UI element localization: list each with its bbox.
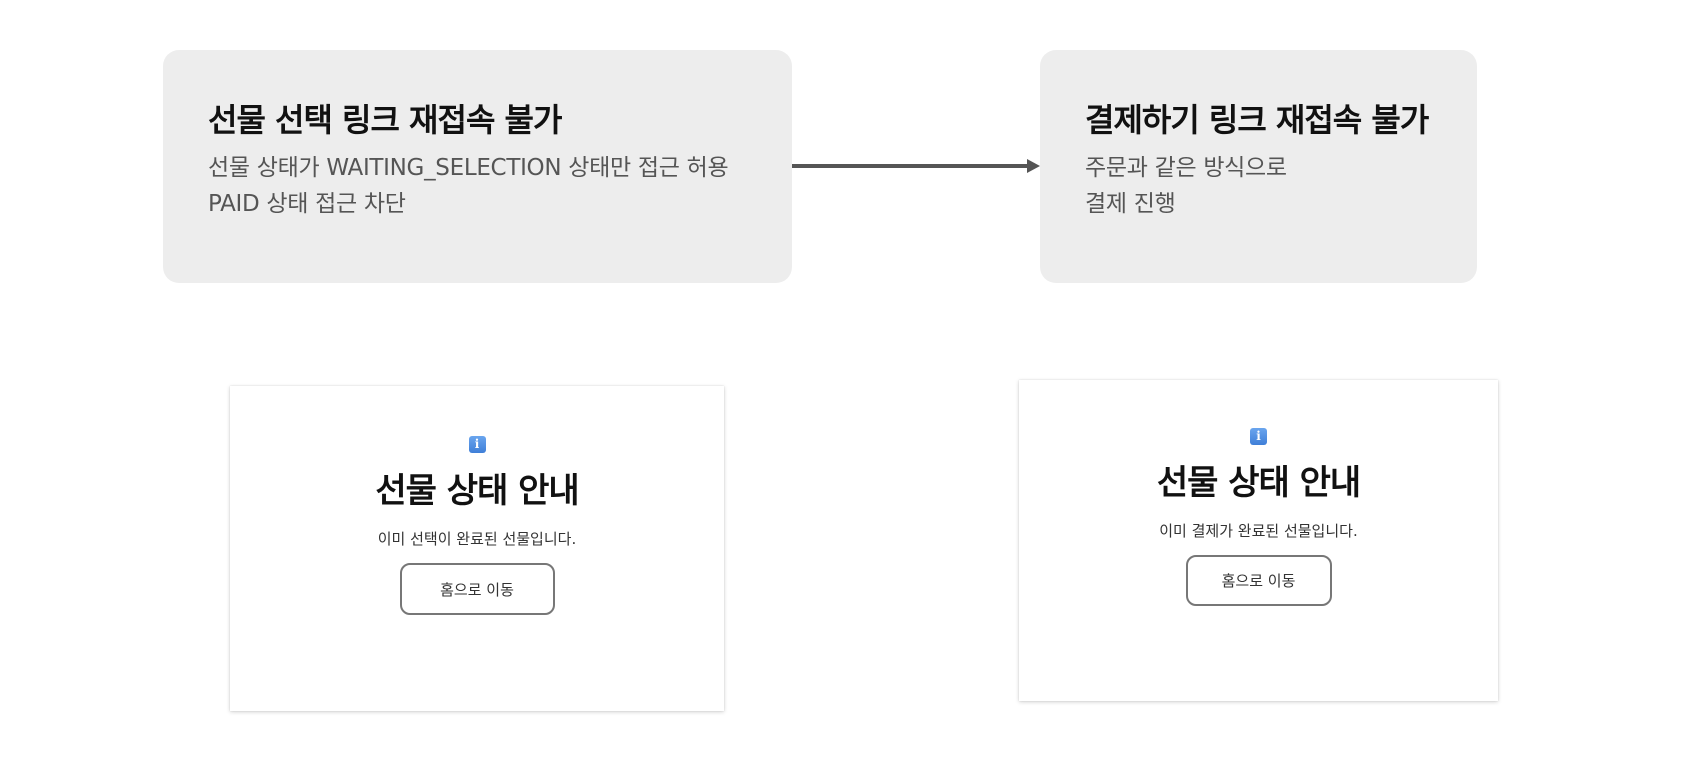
info-icon: i <box>1250 428 1267 445</box>
info-box-title: 선물 선택 링크 재접속 불가 <box>208 101 562 139</box>
go-home-button[interactable]: 홈으로 이동 <box>1185 555 1332 606</box>
gift-status-screen-selected: i 선물 상태 안내 이미 선택이 완료된 선물입니다. 홈으로 이동 <box>230 386 724 711</box>
info-box-title: 결제하기 링크 재접속 불가 <box>1085 101 1429 139</box>
gift-status-title: 선물 상태 안내 <box>1156 463 1361 503</box>
info-box-description-line: 선물 상태가 WAITING_SELECTION 상태만 접근 허용 <box>208 155 729 181</box>
info-icon: i <box>468 436 486 453</box>
info-box-description-line: 주문과 같은 방식으로 <box>1085 155 1287 181</box>
info-box-gift-selection: 선물 선택 링크 재접속 불가 선물 상태가 WAITING_SELECTION… <box>163 50 792 283</box>
info-box-description-line: 결제 진행 <box>1085 191 1176 217</box>
info-box-description-line: PAID 상태 접근 차단 <box>208 191 406 217</box>
gift-status-title: 선물 상태 안내 <box>375 471 579 511</box>
gift-status-message: 이미 선택이 완료된 선물입니다. <box>377 530 577 548</box>
gift-status-message: 이미 결제가 완료된 선물입니다. <box>1159 522 1358 540</box>
gift-status-screen-paid: i 선물 상태 안내 이미 결제가 완료된 선물입니다. 홈으로 이동 <box>1019 380 1498 701</box>
info-box-payment: 결제하기 링크 재접속 불가 주문과 같은 방식으로 결제 진행 <box>1040 50 1477 283</box>
go-home-button[interactable]: 홈으로 이동 <box>399 563 555 615</box>
flow-arrow <box>792 159 1040 173</box>
